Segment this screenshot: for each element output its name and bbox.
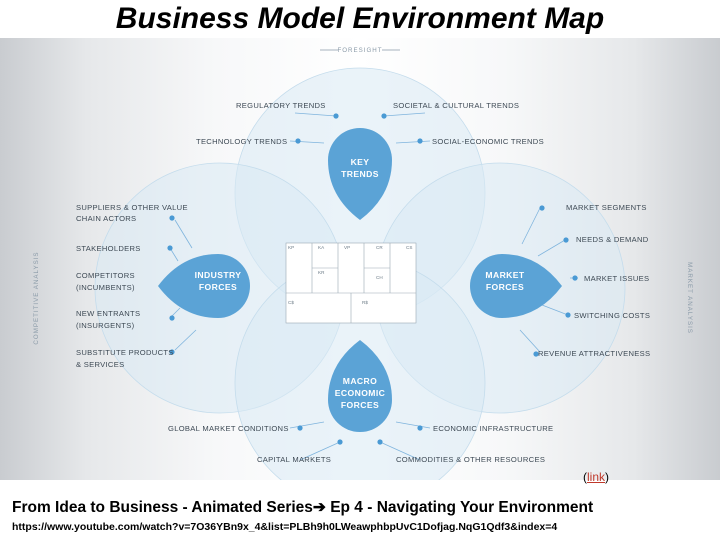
key-trends-line2: TRENDS xyxy=(341,169,379,179)
market-analysis-label: MARKET ANALYSIS xyxy=(686,262,693,334)
market-forces-line1: MARKET xyxy=(485,270,525,280)
force-nodes xyxy=(158,128,562,432)
stakeholders: STAKEHOLDERS xyxy=(76,244,141,253)
macro-forces-line1: MACRO xyxy=(343,376,377,386)
industry-forces-line2: FORCES xyxy=(199,282,237,292)
technology-trends: TECHNOLOGY TRENDS xyxy=(196,137,287,146)
macro-forces-line2: ECONOMIC xyxy=(335,388,385,398)
new-entrants-line1: NEW ENTRANTS xyxy=(76,309,140,318)
needs-demand: NEEDS & DEMAND xyxy=(576,235,649,244)
macro-forces-line3: FORCES xyxy=(341,400,379,410)
key-trends-node xyxy=(328,128,392,220)
cell-cr: CR xyxy=(376,245,383,250)
substitutes-line1: SUBSTITUTE PRODUCTS xyxy=(76,348,174,357)
video-url[interactable]: https://www.youtube.com/watch?v=7O36YBn9… xyxy=(12,521,558,533)
commodities-resources: COMMODITIES & OTHER RESOURCES xyxy=(396,455,545,464)
cell-kr: KR xyxy=(318,270,325,275)
market-issues: MARKET ISSUES xyxy=(584,274,649,283)
competitive-analysis-label: COMPETITIVE ANALYSIS xyxy=(33,251,40,344)
revenue-attractiveness: REVENUE ATTRACTIVENESS xyxy=(538,349,650,358)
new-entrants-line2: (INSURGENTS) xyxy=(76,321,135,330)
industry-forces-node xyxy=(158,254,250,318)
cell-cost: C$ xyxy=(288,300,294,305)
cell-cs: CS xyxy=(406,245,412,250)
cell-ka: KA xyxy=(318,245,325,250)
market-forces-line2: FORCES xyxy=(486,282,524,292)
video-caption: From Idea to Business - Animated Series➔… xyxy=(12,499,594,516)
diagram-canvas: FORESIGHT COMPETITIVE ANALYSIS MARKET AN… xyxy=(0,38,720,509)
competitors-line2: (INCUMBENTS) xyxy=(76,283,135,292)
page-title: Business Model Environment Map xyxy=(115,2,605,35)
connector-dots xyxy=(167,113,578,445)
environment-map: FORESIGHT COMPETITIVE ANALYSIS MARKET AN… xyxy=(33,47,693,509)
economic-infrastructure: ECONOMIC INFRASTRUCTURE xyxy=(433,424,553,433)
suppliers-line2: CHAIN ACTORS xyxy=(76,214,136,223)
regulatory-trends: REGULATORY TRENDS xyxy=(236,101,326,110)
key-trends-line1: KEY xyxy=(351,157,370,167)
capital-markets: CAPITAL MARKETS xyxy=(257,455,331,464)
societal-cultural-trends: SOCIETAL & CULTURAL TRENDS xyxy=(393,101,519,110)
cell-vp: VP xyxy=(344,245,350,250)
suppliers-line1: SUPPLIERS & OTHER VALUE xyxy=(76,203,188,212)
substitutes-line2: & SERVICES xyxy=(76,360,124,369)
social-economic-trends: SOCIAL-ECONOMIC TRENDS xyxy=(432,137,544,146)
foresight-label: FORESIGHT xyxy=(337,47,382,54)
link-line: (link) xyxy=(583,470,610,484)
canvas-cell-labels: KP KA VP CR CS KR CH C$ R$ xyxy=(288,245,412,305)
switching-costs: SWITCHING COSTS xyxy=(574,311,650,320)
business-model-canvas xyxy=(285,242,417,324)
market-segments: MARKET SEGMENTS xyxy=(566,203,647,212)
market-forces-node xyxy=(470,254,562,318)
source-link[interactable]: link xyxy=(587,470,606,484)
global-market-conditions: GLOBAL MARKET CONDITIONS xyxy=(168,424,289,433)
macro-forces-node xyxy=(328,340,392,432)
industry-forces-line1: INDUSTRY xyxy=(195,270,242,280)
cell-kp: KP xyxy=(288,245,294,250)
connector-lines xyxy=(169,112,578,461)
cell-revenue: R$ xyxy=(362,300,368,305)
competitors-line1: COMPETITORS xyxy=(76,271,135,280)
cell-ch: CH xyxy=(376,275,383,280)
